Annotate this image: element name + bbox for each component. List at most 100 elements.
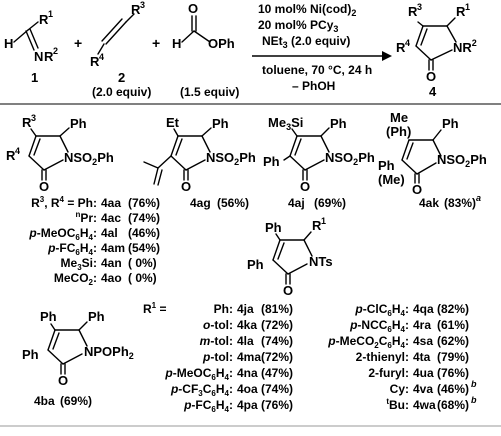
4aj-tms-tail: Si [291,115,303,130]
4ak-me-paren: (Me) [378,172,405,187]
4ba-n: NPOPh [84,344,129,359]
r1-right-7-note: b [471,395,477,405]
4ag-n-sub: 2 [234,157,239,167]
r1-right-6-yield: (46%) [437,382,469,396]
ts-o: O [283,283,293,298]
plus-sign-1: + [74,35,82,51]
compound-4ba: Ph Ph Ph NPOPh2 O 4ba (69%) [22,309,134,408]
4ak-ph2: Ph [378,158,395,173]
ts-series-structure: Ph R 1 Ph NTs O [247,216,333,298]
formate-oph: OPh [208,36,235,51]
4ba-o: O [58,373,68,388]
svg-text:NSO2Ph: NSO2Ph [325,150,375,167]
ts-r1: R [312,218,322,233]
compound-4aj: Me3Si Ph Ph NSO2Ph O 4aj (69%) [263,115,375,210]
prod-r1: R [456,4,466,19]
s4a-n-tail: Ph [97,150,114,165]
s4a-row-4-yield: (54%) [128,241,160,255]
series-4a-table: R3, R4 = Ph: 4aa (76%) nPr: 4ac (74%) p-… [28,195,160,287]
s4a-row-2-id: 4ac [101,211,121,225]
4ak-n: NSO [437,152,465,167]
r4-sup: 4 [99,52,104,62]
s4a-row-3-yield: (46%) [128,226,160,240]
r1-right-4-id: 4ta [413,350,431,364]
alkyne-equiv: (2.0 equiv) [92,85,151,99]
prod-nr2-sup: 2 [472,38,477,48]
4ak-me: Me [390,110,408,125]
s4a-n: NSO [64,150,92,165]
r1-right-2-id: 4ra [413,318,431,332]
compound-4ag: Et Ph NSO2Ph O 4ag (56%) [143,115,256,210]
r1-right-6-label: Cy: [390,382,409,396]
formate-reactant: H O OPh (1.5 equiv) [172,1,239,99]
compound-4-number: 4 [429,84,437,99]
r1-right-5-yield: (76%) [437,366,469,380]
4aj-n-tail: Ph [358,150,375,165]
r1-left-5-id: 4na [237,366,258,380]
cond-catalyst: 10 mol% Ni(cod) [258,2,351,16]
s4a-row-5-id: 4an [101,256,122,270]
alkyne-reactant: R 3 R 4 2 (2.0 equiv) [90,0,151,99]
r1-left-6-yield: (74%) [261,382,293,396]
4ag-ph: Ph [212,116,229,131]
r2-sup: 2 [53,46,58,56]
r1-right-7-yield: (68%) [437,398,469,412]
4aj-yield: (69%) [314,196,346,210]
4ak-o: O [412,182,422,197]
r1-left-5-yield: (47%) [261,366,293,380]
s4a-row-1-id: 4aa [101,196,121,210]
4ak-n-sub: 2 [465,159,470,169]
conditions: 10 mol% Ni(cod)2 20 mol% PCy3 NEt3 (2.0 … [252,2,392,93]
4ak-note: a [476,193,481,203]
r1-right-4-yield: (79%) [437,350,469,364]
prod-r3-sup: 3 [417,2,422,12]
r1-left-2-yield: (72%) [261,318,293,332]
r1-left-4-id: 4ma [237,350,261,364]
4ag-n: NSO [206,150,234,165]
r1-left-2-label: o-tol: [203,318,233,332]
compound-2-number: 2 [118,70,125,85]
svg-text:H: H [4,36,13,51]
4ag-n-tail: Ph [239,150,256,165]
s4a-row-2-yield: (74%) [128,211,160,225]
prod-r4: R [396,40,406,55]
4ak-ph-paren: (Ph) [386,124,411,139]
r3-label: R [131,2,141,17]
cond-base-sub: 3 [283,40,288,50]
s4a-row-6-label: MeCO2: [54,271,97,287]
svg-text:NR2: NR2 [453,38,477,55]
ts-ph2: Ph [247,257,264,272]
r1-left-3-id: 4la [237,334,254,348]
svg-text:20 mol% PCy3: 20 mol% PCy3 [258,18,338,34]
svg-text:H: H [172,36,181,51]
prod-o: O [426,69,436,84]
s4a-row-6-yield: ( 0%) [128,271,157,285]
r1-right-6-id: 4va [413,382,433,396]
4ag-et: Et [166,115,180,130]
r1-left-4-label: p-tol: [202,350,233,364]
s4a-row-3-id: 4al [101,226,118,240]
s4a-row-1-yield: (76%) [128,196,160,210]
4ba-ph1: Ph [40,309,57,324]
prod-r4-sup: 4 [405,38,410,48]
4ak-yield: (83%) [444,196,476,210]
4aj-ph: Ph [330,116,347,131]
r1-left-4-yield: (72%) [261,350,293,364]
svg-text:NPOPh2: NPOPh2 [84,344,134,361]
4ak-n-tail: Ph [470,152,487,167]
r1-right-7-id: 4wa [413,398,436,412]
4aj-id: 4aj [288,196,305,210]
svg-text:NEt3 (2.0 equiv): NEt3 (2.0 equiv) [262,34,350,50]
r1-right-1-label: p-ClC6H4: [354,302,409,318]
prod-r1-sup: 1 [465,2,470,12]
r1-left-5-label: p-MeOC6H4: [164,366,233,382]
formate-equiv: (1.5 equiv) [180,85,239,99]
s4a-row-4-id: 4am [101,241,125,255]
r1-left-1-id: 4ja [237,302,254,316]
r1-right-2-label: p-NCC6H4: [349,318,409,334]
prod-nr2: NR [453,40,472,55]
s4a-r4-sup: 4 [15,146,20,156]
r1-right-5-label: 2-furyl: [368,366,409,380]
cond-byproduct: – PhOH [292,79,335,93]
4ba-yield: (69%) [60,394,92,408]
